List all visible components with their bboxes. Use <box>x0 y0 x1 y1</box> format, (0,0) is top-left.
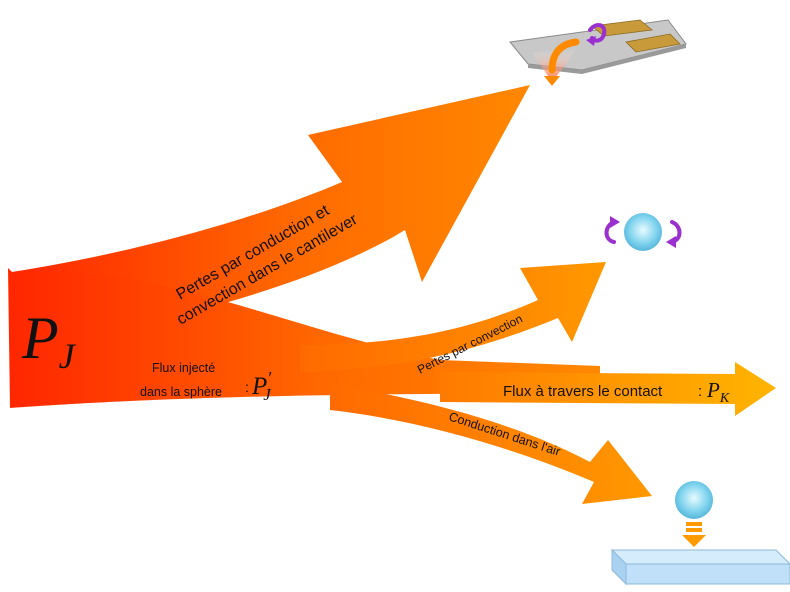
cantilever-loss-arrow <box>12 85 530 345</box>
contact-colon: : <box>698 383 702 400</box>
rotation-right-head <box>666 236 676 248</box>
contact-arrow <box>440 362 776 416</box>
heat-flow-curve <box>548 38 580 74</box>
tip-arrowhead <box>544 76 560 86</box>
sphere-flux-colon: : <box>245 379 249 395</box>
contact-stripe <box>686 522 702 526</box>
contact-symbol: PK <box>706 378 730 406</box>
substrate-front <box>625 563 790 585</box>
substrate-side <box>611 548 627 586</box>
contact-pad-1 <box>591 19 653 37</box>
sphere-convection-icon <box>604 213 682 251</box>
sphere-flux-label-line2: dans la sphère <box>140 385 222 399</box>
cantilever-probe-icon <box>509 19 687 86</box>
contact-stripe <box>686 528 702 532</box>
sphere <box>675 481 713 519</box>
contact-pad-2 <box>625 33 681 53</box>
sphere-flux-label-line1: Flux injecté <box>152 361 215 375</box>
contact-arrowhead <box>682 535 706 547</box>
air-conduction-arrow <box>330 384 652 504</box>
sphere-on-substrate-icon <box>610 481 790 586</box>
main-symbol: PJ <box>21 305 77 376</box>
convection-arrow <box>300 262 606 372</box>
sphere-flux-symbol: P′J <box>251 368 272 404</box>
contact-label: Flux à travers le contact <box>503 383 663 400</box>
rotation-left-head <box>610 216 620 228</box>
substrate-top <box>610 549 790 565</box>
rotation-arrowhead <box>586 36 596 46</box>
sphere <box>624 213 662 251</box>
